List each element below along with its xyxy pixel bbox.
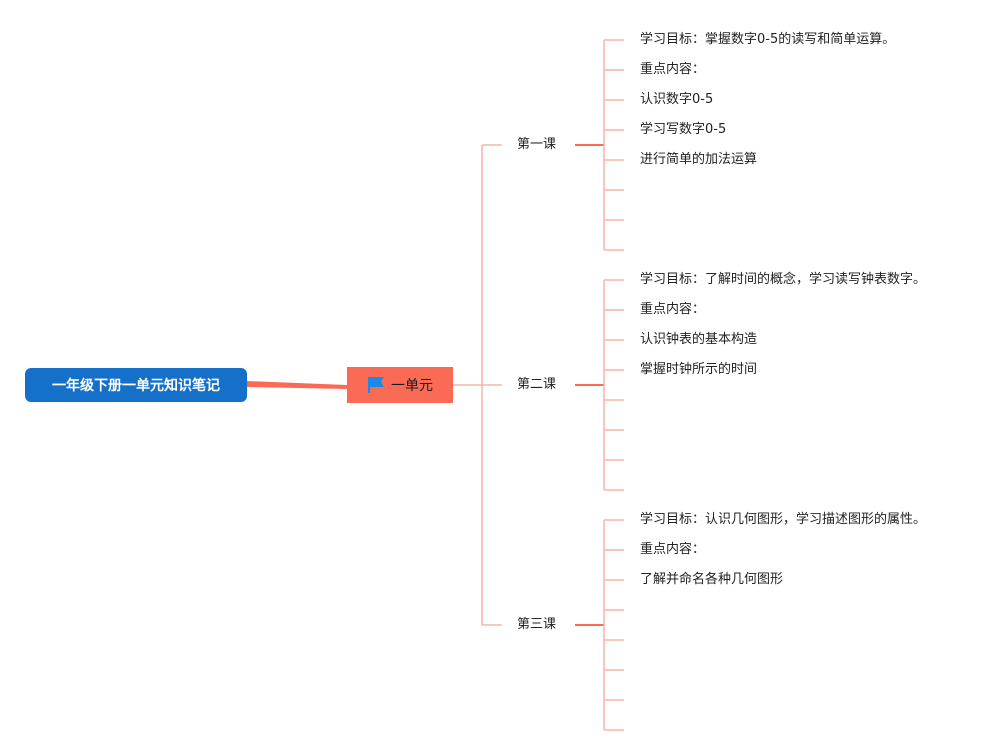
lesson-topic[interactable]: 第一课 bbox=[517, 137, 557, 152]
list-item[interactable]: 学习目标：认识几何图形，学习描述图形的属性。 bbox=[640, 512, 927, 527]
list-item[interactable]: 掌握时钟所示的时间 bbox=[640, 362, 758, 377]
flag-icon bbox=[367, 376, 385, 394]
list-item[interactable]: 学习目标：掌握数字0-5的读写和简单运算。 bbox=[640, 32, 896, 47]
list-item[interactable]: 进行简单的加法运算 bbox=[640, 152, 758, 167]
unit-topic[interactable]: 一单元 bbox=[347, 367, 453, 403]
list-item[interactable]: 重点内容： bbox=[640, 62, 706, 77]
lesson-topic[interactable]: 第二课 bbox=[517, 377, 557, 392]
root-to-unit-connector bbox=[247, 381, 347, 389]
list-item[interactable]: 重点内容： bbox=[640, 542, 706, 557]
list-item[interactable]: 学习目标：了解时间的概念，学习读写钟表数字。 bbox=[640, 272, 927, 287]
list-item[interactable]: 了解并命名各种几何图形 bbox=[640, 572, 784, 587]
root-topic-label: 一年级下册一单元知识笔记 bbox=[52, 378, 220, 394]
root-topic[interactable]: 一年级下册一单元知识笔记 bbox=[25, 368, 247, 402]
list-item[interactable]: 认识钟表的基本构造 bbox=[640, 332, 758, 347]
list-item[interactable]: 重点内容： bbox=[640, 302, 706, 317]
unit-topic-label: 一单元 bbox=[391, 378, 433, 394]
lesson-topic[interactable]: 第三课 bbox=[517, 617, 557, 632]
list-item[interactable]: 认识数字0-5 bbox=[640, 92, 714, 107]
list-item[interactable]: 学习写数字0-5 bbox=[640, 122, 727, 137]
